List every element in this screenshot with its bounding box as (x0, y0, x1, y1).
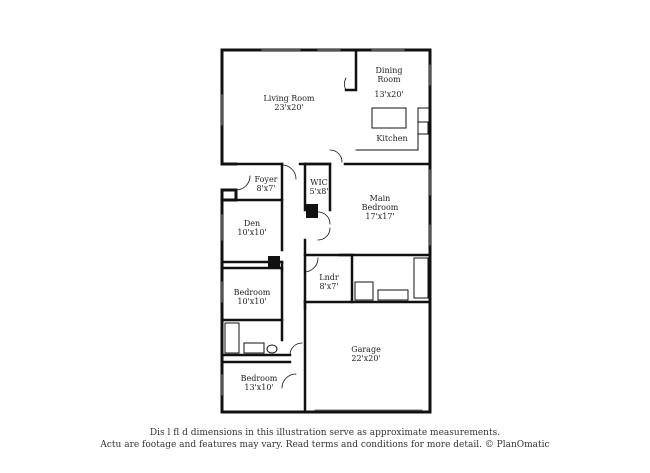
den-label: Den 10'x10' (237, 219, 267, 237)
den-block (268, 256, 280, 268)
wic-block (306, 204, 318, 218)
kitchen-counter (355, 107, 429, 151)
kitchen-island (371, 107, 407, 129)
disclaimer-line-1: Dis l fl d dimensions in this illustrati… (149, 428, 501, 438)
foyer-label: Foyer 8'x7' (254, 175, 278, 193)
main-bedroom-label: Main Bedroom 17'x17' (361, 194, 399, 221)
wic-label: WIC 5'x8' (309, 178, 329, 196)
living-room-label: Living Room 23'x20' (263, 94, 315, 112)
disclaimer-line-2: Actu are footage and features may vary. … (100, 440, 550, 450)
main-bedroom-name: Main Bedroom (361, 194, 399, 212)
door-swings (235, 77, 347, 389)
dining-room-name: Dining Room (375, 66, 403, 84)
bath-fixtures (224, 257, 429, 354)
bedroom-mid-label: Bedroom 10'x10' (233, 288, 271, 306)
bedroom-front-label: Bedroom 13'x10' (240, 374, 278, 392)
laundry-label: Lndr 8'x7' (319, 273, 339, 291)
kitchen-label: Kitchen (376, 134, 408, 143)
garage-label: Garage 22'x20' (351, 345, 381, 363)
windows (221, 49, 431, 396)
dining-room-label: Dining Room 13'x20' (369, 66, 409, 99)
